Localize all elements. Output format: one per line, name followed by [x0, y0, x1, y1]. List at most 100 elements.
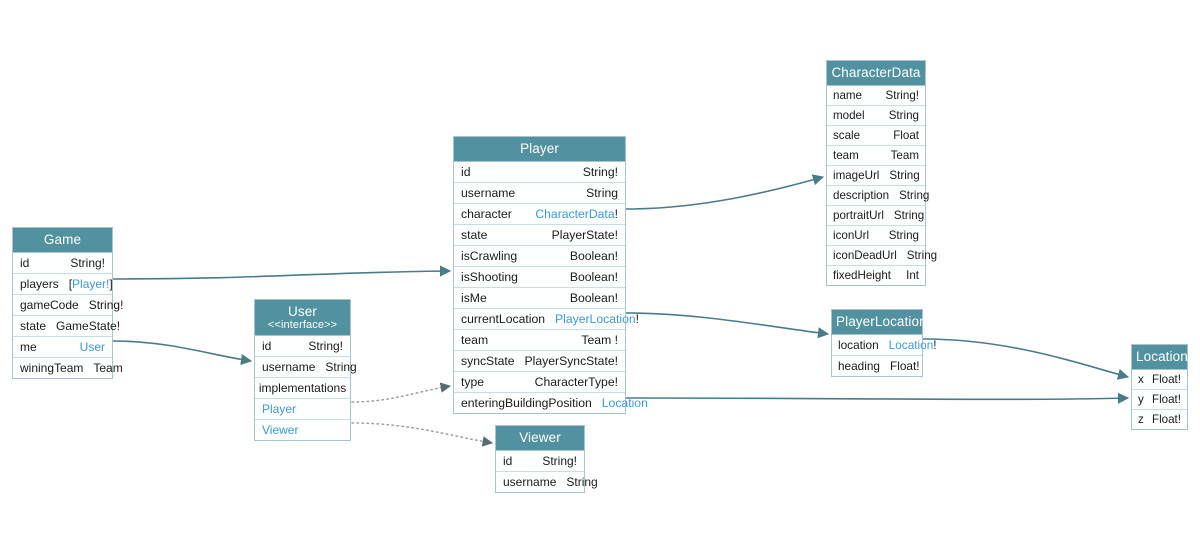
field-name: me: [20, 339, 37, 354]
table-row[interactable]: username String: [496, 471, 598, 492]
entity-user[interactable]: User <<interface>> id String! username S…: [254, 299, 357, 441]
table-row[interactable]: id String!: [454, 161, 625, 183]
field-type-suffix: !: [614, 206, 618, 221]
field-name: currentLocation: [461, 311, 546, 326]
field-type: GameState!: [56, 318, 121, 333]
field-type-link: CharacterData: [535, 206, 615, 221]
entity-player[interactable]: Player id String! username String charac…: [453, 136, 648, 414]
field-name: fixedHeight: [833, 268, 892, 282]
field-type: String: [325, 359, 357, 374]
table-row[interactable]: enteringBuildingPosition Location: [454, 392, 648, 413]
table-row[interactable]: scale Float: [827, 125, 925, 146]
table-row[interactable]: location Location!: [832, 334, 937, 356]
field-name: username: [503, 474, 557, 489]
field-type: Boolean!: [569, 290, 618, 305]
field-type: User: [79, 339, 105, 354]
table-row[interactable]: team Team: [827, 145, 925, 166]
field-name: state: [461, 227, 488, 242]
entity-viewer[interactable]: Viewer id String! username String: [495, 425, 598, 493]
field-name: username: [461, 185, 516, 200]
table-row[interactable]: y Float!: [1132, 389, 1187, 410]
table-row[interactable]: imageUrl String: [827, 165, 925, 186]
field-type: String!: [70, 255, 105, 270]
field-name: scale: [833, 128, 861, 142]
table-row[interactable]: x Float!: [1132, 369, 1187, 390]
table-row[interactable]: syncState PlayerSyncState!: [454, 350, 625, 372]
entity-characterdata[interactable]: CharacterData name String! model String …: [826, 60, 937, 286]
table-row[interactable]: isShooting Boolean!: [454, 266, 625, 288]
table-row[interactable]: iconUrl String: [827, 225, 925, 246]
field-type: String: [888, 108, 919, 122]
field-name: iconDeadUrl: [833, 248, 897, 262]
table-row[interactable]: fixedHeight Int: [827, 265, 925, 285]
table-row[interactable]: players [Player!]: [13, 273, 113, 295]
table-row[interactable]: type CharacterType!: [454, 371, 625, 393]
table-row[interactable]: heading Float!: [832, 355, 922, 376]
edge-player-enteringbuildingposition-to-location: [625, 392, 1130, 404]
table-row[interactable]: character CharacterData!: [454, 203, 625, 225]
field-name: team: [461, 332, 489, 347]
field-type-link: PlayerLocation: [555, 311, 636, 326]
table-row[interactable]: state GameState!: [13, 315, 120, 337]
field-type: [Player!]: [68, 276, 113, 291]
field-name: name: [833, 88, 863, 102]
field-type: Boolean!: [569, 248, 618, 263]
field-type-link: Location: [888, 337, 934, 352]
field-name: description: [833, 188, 890, 202]
table-row[interactable]: description String: [827, 185, 929, 206]
entity-game[interactable]: Game id String! players [Player!] gameCo…: [12, 227, 123, 379]
table-row[interactable]: name String!: [827, 85, 925, 106]
table-row[interactable]: username String: [454, 182, 625, 204]
field-type: String: [906, 248, 938, 262]
field-name: team: [833, 148, 859, 162]
field-name: location: [838, 337, 879, 352]
table-row[interactable]: me User: [13, 336, 112, 358]
table-row[interactable]: currentLocation PlayerLocation!: [454, 308, 639, 330]
field-type: Float!: [890, 358, 920, 373]
table-row[interactable]: gameCode String!: [13, 294, 123, 316]
edge-player-character-to-characterdata: [625, 174, 825, 210]
field-type: Float: [893, 128, 919, 142]
edge-user-player-impl: [351, 382, 452, 403]
field-type: Int: [906, 268, 919, 282]
field-name: enteringBuildingPosition: [461, 395, 592, 410]
implementation-item-player[interactable]: Player: [255, 398, 350, 420]
entity-playerlocation[interactable]: PlayerLocation location Location! headin…: [831, 309, 937, 377]
table-row[interactable]: id String!: [255, 335, 350, 357]
field-name: iconUrl: [833, 228, 870, 242]
table-row[interactable]: team Team !: [454, 329, 625, 351]
table-row[interactable]: state PlayerState!: [454, 224, 625, 246]
field-type: String!: [885, 88, 919, 102]
entity-game-title: Game: [13, 228, 112, 253]
field-name: id: [503, 453, 513, 468]
table-row[interactable]: iconDeadUrl String: [827, 245, 937, 266]
field-name: id: [262, 338, 272, 353]
field-type: String: [566, 474, 598, 489]
table-row[interactable]: isMe Boolean!: [454, 287, 625, 309]
field-name: id: [20, 255, 30, 270]
field-type: String!: [88, 297, 124, 312]
entity-location[interactable]: Location x Float! y Float! z Float!: [1131, 344, 1188, 430]
field-name: y: [1138, 392, 1144, 406]
table-row[interactable]: model String: [827, 105, 925, 126]
field-name: type: [461, 374, 485, 389]
table-row[interactable]: z Float!: [1132, 409, 1187, 429]
field-name: syncState: [461, 353, 515, 368]
table-row[interactable]: portraitUrl String: [827, 205, 925, 226]
field-name: winingTeam: [20, 360, 84, 375]
table-row[interactable]: isCrawling Boolean!: [454, 245, 625, 267]
field-name: character: [461, 206, 512, 221]
table-row[interactable]: username String: [255, 356, 357, 378]
implementation-name: Player: [262, 401, 297, 416]
field-type: Float!: [1152, 372, 1181, 386]
field-type: Team: [93, 360, 123, 375]
field-type: Location!: [889, 338, 937, 352]
field-name: state: [20, 318, 47, 333]
field-name: x: [1138, 372, 1144, 386]
table-row[interactable]: id String!: [13, 252, 112, 274]
table-row[interactable]: winingTeam Team: [13, 357, 123, 378]
implementation-item-viewer[interactable]: Viewer: [255, 419, 350, 440]
table-row[interactable]: id String!: [496, 450, 584, 472]
implementations-label: implementations: [258, 380, 347, 395]
